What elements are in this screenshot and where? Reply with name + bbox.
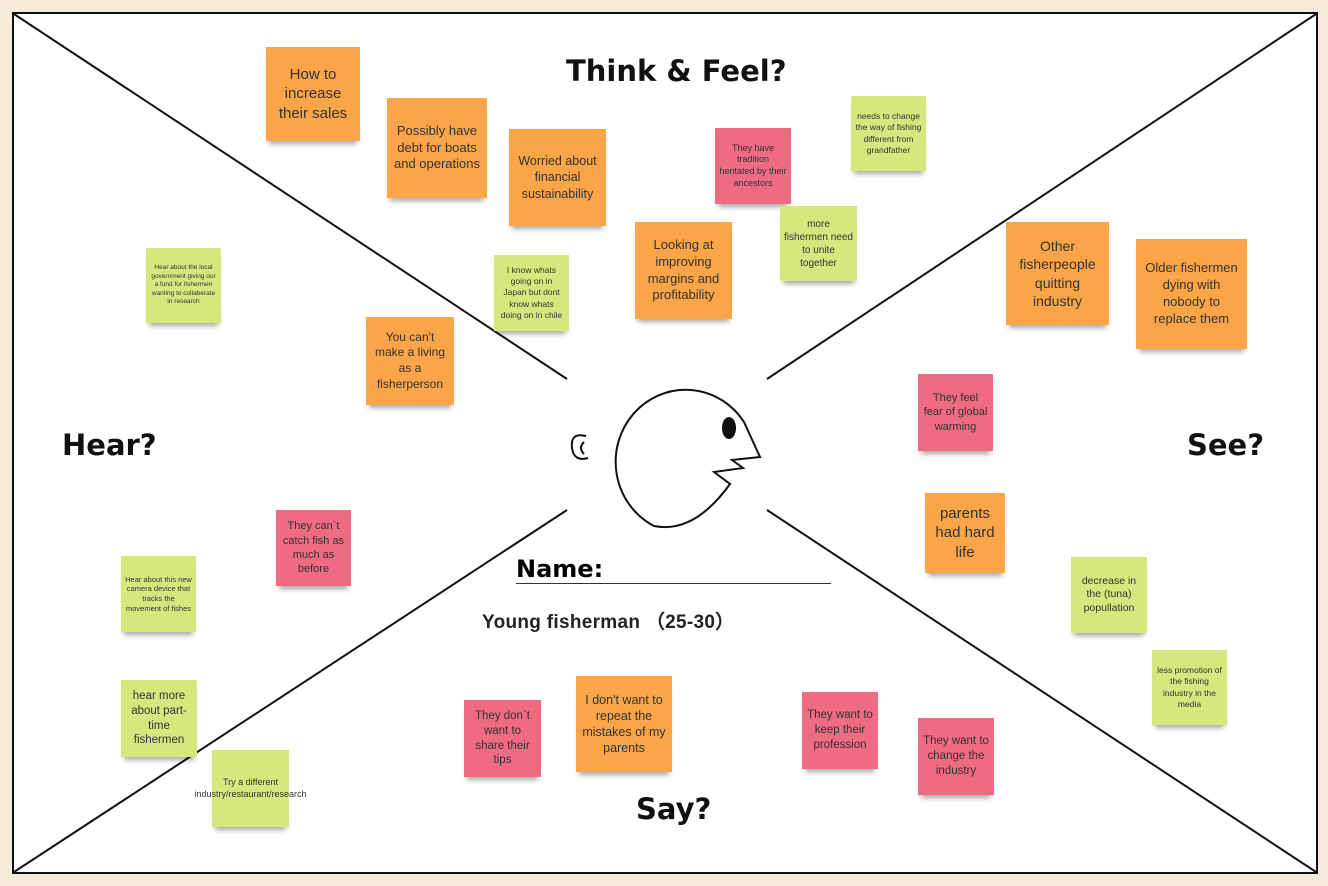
name-underline — [516, 583, 831, 584]
sticky-note[interactable]: They can`t catch fish as much as before — [276, 510, 351, 586]
sticky-note[interactable]: hear more about part-time fishermen — [121, 680, 197, 757]
heading-think-feel: Think & Feel? — [566, 54, 787, 88]
sticky-note[interactable]: less promotion of the fishing industry i… — [1152, 650, 1227, 725]
sticky-note[interactable]: I don't want to repeat the mistakes of m… — [576, 676, 672, 772]
sticky-note[interactable]: Looking at improving margins and profita… — [635, 222, 732, 319]
sticky-note[interactable]: I know whats going on in Japan but dont … — [494, 255, 569, 331]
sticky-note[interactable]: parents had hard life — [925, 493, 1005, 573]
sticky-note[interactable]: Try a different industry/restaurant/rese… — [194, 750, 307, 827]
heading-say: Say? — [636, 792, 712, 826]
quadrant-lines — [14, 14, 1316, 872]
sticky-note[interactable]: Hear about the local government giving o… — [146, 248, 221, 323]
sticky-note[interactable]: more fishermen need to unite together — [780, 206, 857, 281]
sticky-note[interactable]: decrease in the (tuna) popullation — [1071, 557, 1147, 633]
sticky-note[interactable]: How to increase their sales — [266, 47, 360, 141]
sticky-note[interactable]: They want to change the industry — [918, 718, 994, 795]
sticky-note[interactable]: Other fisherpeople quitting industry — [1006, 222, 1109, 325]
sticky-note[interactable]: They don`t want to share their tips — [464, 700, 541, 777]
sticky-note[interactable]: They want to keep their profession — [802, 692, 878, 769]
sticky-note[interactable]: You can't make a living as a fisherperso… — [366, 317, 454, 405]
sticky-note[interactable]: Worried about financial sustainability — [509, 129, 606, 226]
sticky-note[interactable]: Hear about this new camera device that t… — [121, 556, 196, 632]
face-icon — [570, 388, 762, 529]
sticky-note[interactable]: Possibly have debt for boats and operati… — [387, 98, 487, 198]
sticky-note[interactable]: Older fishermen dying with nobody to rep… — [1136, 239, 1247, 349]
name-label: Name: — [516, 555, 604, 583]
sticky-note[interactable]: needs to change the way of fishing diffe… — [851, 96, 926, 171]
persona-name: Young fisherman （25-30） — [482, 612, 735, 633]
sticky-note[interactable]: They feel fear of global warming — [918, 374, 993, 451]
heading-hear: Hear? — [62, 428, 157, 462]
heading-see: See? — [1187, 428, 1265, 462]
sticky-note[interactable]: They have tradition heritated by their a… — [715, 128, 791, 204]
